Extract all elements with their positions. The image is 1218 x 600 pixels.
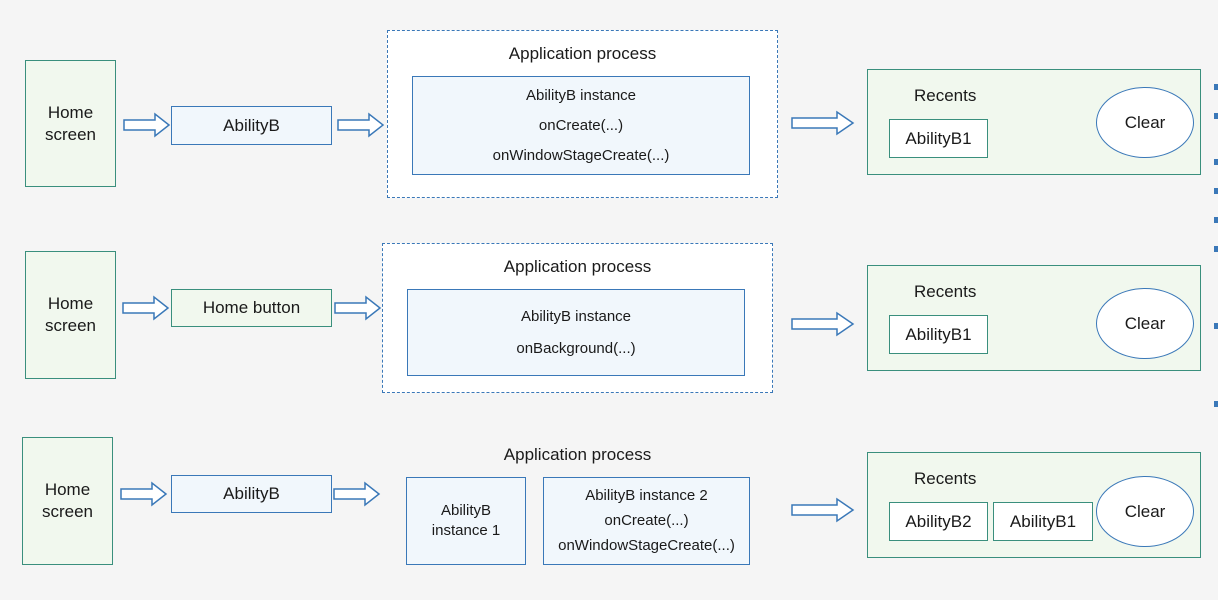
application-process-title: Application process	[503, 257, 652, 276]
lifecycle-callback: onWindowStageCreate(...)	[558, 537, 735, 554]
lifecycle-callback: onCreate(...)	[538, 116, 624, 134]
recent-task-card[interactable]: AbilityB1	[993, 502, 1093, 541]
clear-button-label: Clear	[1124, 313, 1166, 333]
right-arrow-icon	[791, 497, 855, 523]
action-label: Home button	[202, 298, 301, 317]
edge-mark	[1214, 401, 1218, 407]
recent-task-label: AbilityB1	[905, 128, 972, 148]
home-button-box: Home button	[171, 289, 332, 327]
clear-button[interactable]: Clear	[1096, 87, 1194, 158]
clear-button[interactable]: Clear	[1096, 476, 1194, 547]
abilityb-instance-2-box: AbilityB instance 2 onCreate(...) onWind…	[543, 477, 750, 565]
recent-task-card[interactable]: AbilityB2	[889, 502, 988, 541]
recents-title: Recents	[914, 469, 977, 488]
recent-task-label: AbilityB2	[905, 511, 972, 531]
edge-mark	[1214, 159, 1218, 165]
home-screen-box: Home screen	[25, 251, 116, 379]
clear-button-label: Clear	[1124, 501, 1166, 521]
lifecycle-callback: onBackground(...)	[516, 339, 636, 357]
home-screen-label-line2: screen	[41, 502, 94, 521]
recents-title: Recents	[914, 86, 977, 105]
right-arrow-icon	[791, 311, 855, 337]
lifecycle-callback: onWindowStageCreate(...)	[492, 146, 670, 164]
recent-task-card[interactable]: AbilityB1	[889, 119, 988, 158]
home-screen-label-line1: Home	[47, 294, 94, 313]
home-screen-label-line2: screen	[44, 124, 97, 144]
action-box-abilityb: AbilityB	[171, 475, 332, 513]
edge-mark	[1214, 84, 1218, 90]
edge-mark	[1214, 246, 1218, 252]
right-arrow-icon	[791, 110, 855, 136]
recent-task-label: AbilityB1	[905, 324, 972, 344]
home-screen-box: Home screen	[22, 437, 113, 565]
home-screen-label-line1: Home	[47, 102, 94, 122]
home-screen-label-line1: Home	[44, 480, 91, 499]
instance-line: instance 1	[431, 522, 501, 539]
recent-task-label: AbilityB1	[1009, 511, 1077, 531]
clear-button[interactable]: Clear	[1096, 288, 1194, 359]
right-arrow-icon	[123, 112, 171, 138]
recents-title: Recents	[914, 282, 977, 301]
edge-mark	[1214, 217, 1218, 223]
right-arrow-icon	[334, 295, 382, 321]
home-screen-label-line2: screen	[44, 316, 97, 335]
edge-mark	[1214, 113, 1218, 119]
application-process-title: Application process	[503, 445, 652, 464]
action-label: AbilityB	[223, 115, 280, 135]
abilityb-instance-box: AbilityB instance onCreate(...) onWindow…	[412, 76, 750, 175]
instance-line: AbilityB instance 2	[585, 487, 708, 504]
recent-task-card[interactable]: AbilityB1	[889, 315, 988, 354]
application-process-title: Application process	[508, 44, 657, 63]
instance-line: AbilityB	[440, 502, 492, 519]
edge-mark	[1214, 323, 1218, 329]
abilityb-instance-box: AbilityB instance onBackground(...)	[407, 289, 745, 376]
right-arrow-icon	[333, 481, 381, 507]
action-label: AbilityB	[223, 484, 280, 503]
abilityb-instance-1-box: AbilityB instance 1	[406, 477, 526, 565]
edge-mark	[1214, 188, 1218, 194]
right-arrow-icon	[120, 481, 168, 507]
clear-button-label: Clear	[1124, 112, 1166, 132]
right-arrow-icon	[337, 112, 385, 138]
lifecycle-callback: onCreate(...)	[604, 512, 689, 529]
home-screen-box: Home screen	[25, 60, 116, 187]
right-arrow-icon	[122, 295, 170, 321]
action-box-abilityb: AbilityB	[171, 106, 332, 145]
instance-line: AbilityB instance	[520, 307, 632, 325]
instance-line: AbilityB instance	[525, 86, 637, 104]
